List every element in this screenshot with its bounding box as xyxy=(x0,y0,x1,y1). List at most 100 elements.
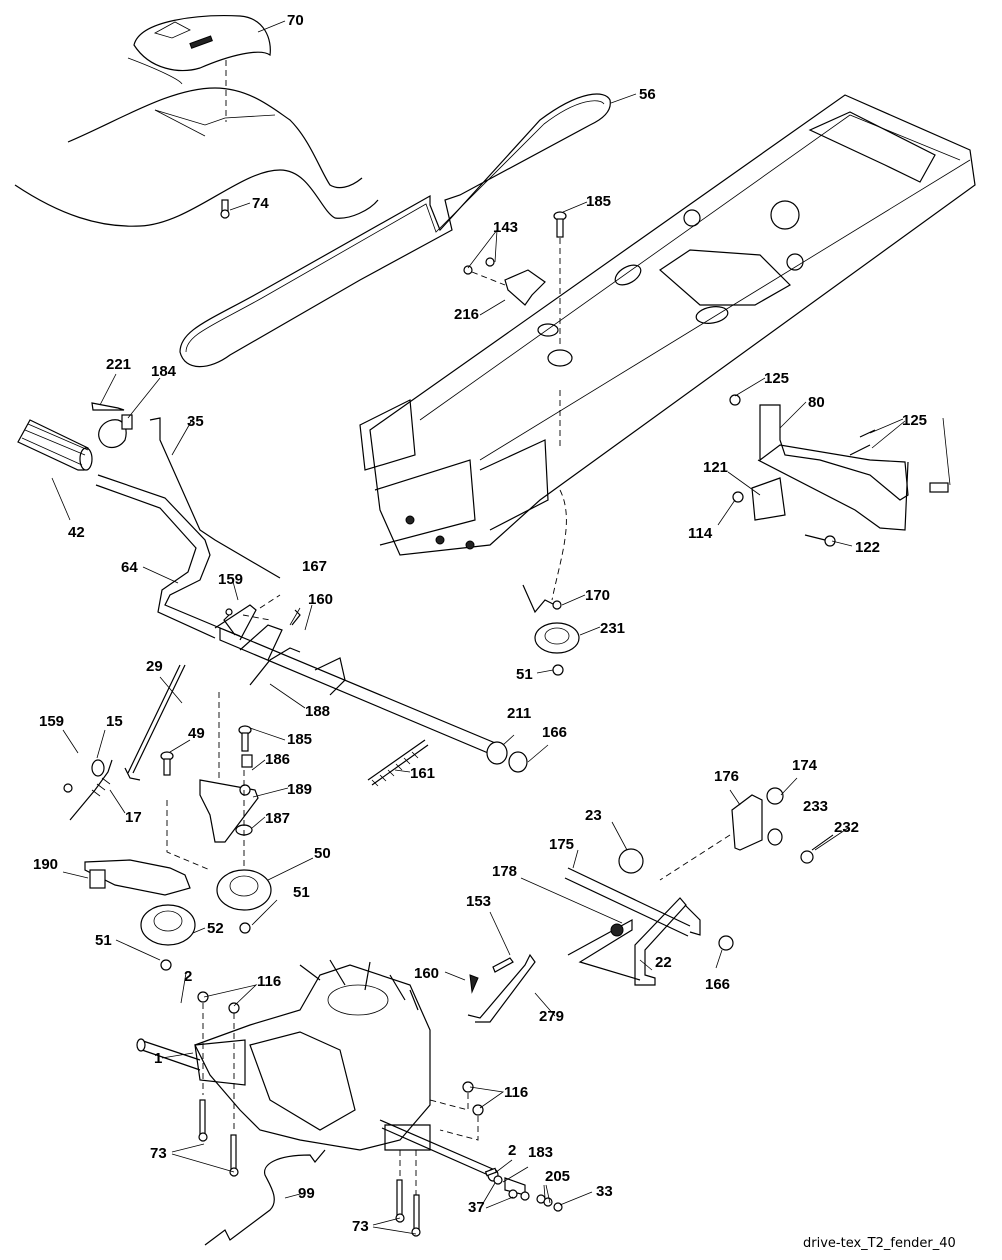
callout-17: 17 xyxy=(125,809,142,826)
bracket-216 xyxy=(463,257,546,306)
lever-22 xyxy=(634,897,687,986)
callout-205: 205 xyxy=(545,1168,570,1185)
spring-161 xyxy=(367,739,429,787)
tractor-frame xyxy=(359,94,976,601)
callout-153: 153 xyxy=(466,893,491,910)
callout-2: 2 xyxy=(508,1142,516,1159)
callout-56: 56 xyxy=(639,86,656,103)
callout-188: 188 xyxy=(305,703,330,720)
callout-221: 221 xyxy=(106,356,131,373)
pulley-50 xyxy=(216,869,272,934)
callout-122: 122 xyxy=(855,539,880,556)
callout-178: 178 xyxy=(492,863,517,880)
callout-64: 64 xyxy=(121,559,138,576)
callout-29: 29 xyxy=(146,658,163,675)
rod-175 xyxy=(564,867,691,937)
callout-74: 74 xyxy=(252,195,269,212)
callout-1: 1 xyxy=(154,1050,162,1067)
clip-153 xyxy=(492,957,514,973)
callout-190: 190 xyxy=(33,856,58,873)
callout-121: 121 xyxy=(703,459,728,476)
clip-221 xyxy=(91,402,125,411)
callout-185: 185 xyxy=(586,193,611,210)
rod-35 xyxy=(149,417,281,579)
o-ring-23 xyxy=(618,848,644,874)
callout-51: 51 xyxy=(293,884,310,901)
callout-159: 159 xyxy=(39,713,64,730)
callout-15: 15 xyxy=(106,713,123,730)
spring-178 xyxy=(610,923,624,937)
callout-186: 186 xyxy=(265,751,290,768)
callout-50: 50 xyxy=(314,845,331,862)
callout-22: 22 xyxy=(655,954,672,971)
callout-125: 125 xyxy=(764,370,789,387)
callout-99: 99 xyxy=(298,1185,315,1202)
callout-232: 232 xyxy=(834,819,859,836)
callout-216: 216 xyxy=(454,306,479,323)
callout-73: 73 xyxy=(352,1218,369,1235)
pin-160 xyxy=(469,974,479,994)
callout-160: 160 xyxy=(308,591,333,608)
callout-160: 160 xyxy=(414,965,439,982)
callout-175: 175 xyxy=(549,836,574,853)
callout-161: 161 xyxy=(410,765,435,782)
callout-labels: 70 74 56 185 143 216 221 184 35 42 125 8… xyxy=(33,12,927,1235)
callout-184: 184 xyxy=(151,363,177,380)
callout-80: 80 xyxy=(808,394,825,411)
callout-233: 233 xyxy=(803,798,828,815)
callout-143: 143 xyxy=(493,219,518,236)
callout-170: 170 xyxy=(585,587,610,604)
callout-174: 174 xyxy=(792,757,818,774)
callout-37: 37 xyxy=(468,1199,485,1216)
callout-187: 187 xyxy=(265,810,290,827)
callout-167: 167 xyxy=(302,558,327,575)
callout-33: 33 xyxy=(596,1183,613,1200)
callout-51: 51 xyxy=(95,932,112,949)
callout-279: 279 xyxy=(539,1008,564,1025)
bracket-190 xyxy=(84,859,191,896)
callout-183: 183 xyxy=(528,1144,553,1161)
callout-42: 42 xyxy=(68,524,85,541)
callout-176: 176 xyxy=(714,768,739,785)
pulley-52 xyxy=(140,904,196,971)
diagram-caption: drive-tex_T2_fender_40 xyxy=(803,1236,956,1251)
callout-52: 52 xyxy=(207,920,224,937)
idler-231 xyxy=(522,584,580,676)
callout-231: 231 xyxy=(600,620,625,637)
transaxle-1 xyxy=(136,959,499,1182)
bracket-176 xyxy=(659,787,814,881)
callout-70: 70 xyxy=(287,12,304,29)
callout-35: 35 xyxy=(187,413,204,430)
callout-125: 125 xyxy=(902,412,927,429)
callout-211: 211 xyxy=(507,705,531,722)
drive-belt xyxy=(179,93,611,368)
axle-hardware xyxy=(484,1167,563,1212)
shield-80 xyxy=(729,394,949,547)
spring-17 xyxy=(63,759,113,821)
lever-64 xyxy=(97,474,241,637)
fender-assembly xyxy=(14,15,379,227)
leader-lines xyxy=(51,20,951,1235)
bolts-73 xyxy=(198,1099,421,1237)
callout-49: 49 xyxy=(188,725,205,742)
callout-185: 185 xyxy=(287,731,312,748)
callout-159: 159 xyxy=(218,571,243,588)
callout-166: 166 xyxy=(542,724,567,741)
linkage-assembly xyxy=(124,594,528,781)
rod-279 xyxy=(467,953,536,1023)
bolt-74 xyxy=(220,199,230,219)
rod-99 xyxy=(204,1149,326,1246)
callout-73: 73 xyxy=(150,1145,167,1162)
grip-42 xyxy=(17,419,93,471)
callout-51: 51 xyxy=(516,666,533,683)
callout-114: 114 xyxy=(688,525,713,542)
callout-116: 116 xyxy=(257,973,281,990)
callout-166: 166 xyxy=(705,976,730,993)
callout-2: 2 xyxy=(184,968,192,985)
idler-bracket-189 xyxy=(160,692,259,871)
callout-116: 116 xyxy=(504,1084,528,1101)
nuts-116 xyxy=(197,991,484,1141)
callout-189: 189 xyxy=(287,781,312,798)
callout-23: 23 xyxy=(585,807,602,824)
